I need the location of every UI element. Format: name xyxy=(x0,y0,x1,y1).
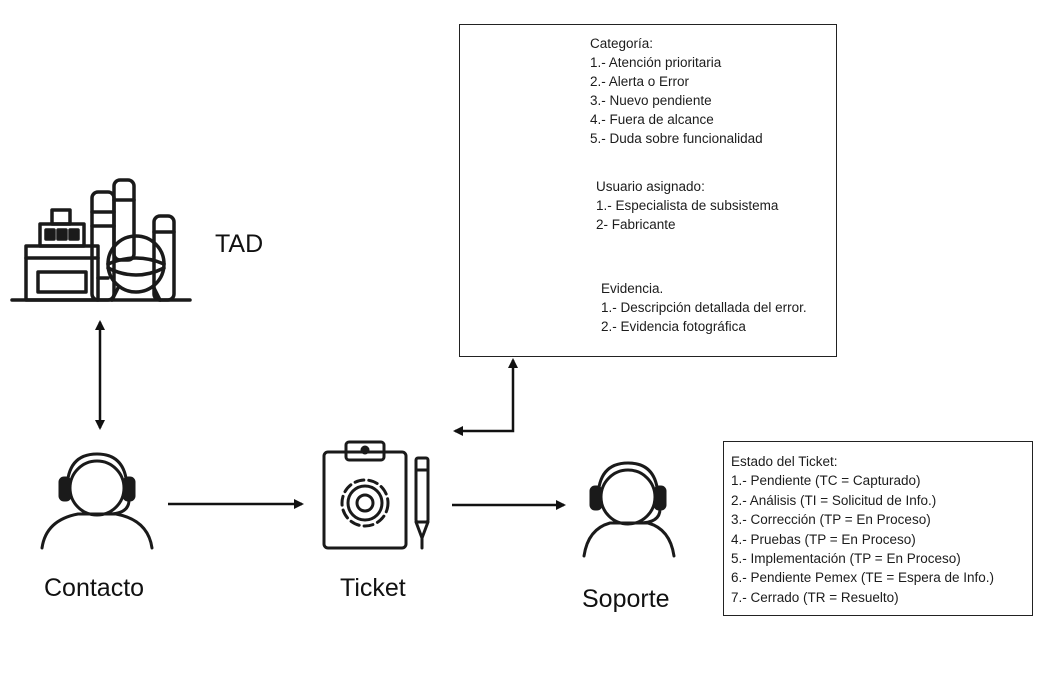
status-item: 7.- Cerrado (TR = Resuelto) xyxy=(731,589,899,605)
categoria-item: 5.- Duda sobre funcionalidad xyxy=(590,131,763,146)
status-item: 1.- Pendiente (TC = Capturado) xyxy=(731,473,921,489)
ticket-status-box: Estado del Ticket: 1.- Pendiente (TC = C… xyxy=(723,441,1033,616)
status-item: 2.- Análisis (TI = Solicitud de Info.) xyxy=(731,492,937,508)
usuario-section: Usuario asignado: 1.- Especialista de su… xyxy=(596,177,778,234)
status-title: Estado del Ticket: xyxy=(731,454,838,469)
usuario-item: 2- Fabricante xyxy=(596,217,676,232)
evidencia-title: Evidencia. xyxy=(601,281,664,296)
status-list: Estado del Ticket: 1.- Pendiente (TC = C… xyxy=(731,452,994,607)
evidencia-item: 2.- Evidencia fotográfica xyxy=(601,319,746,334)
categoria-item: 1.- Atención prioritaria xyxy=(590,55,722,70)
status-item: 3.- Corrección (TP = En Proceso) xyxy=(731,512,931,528)
ticket-label: Ticket xyxy=(340,574,406,602)
evidencia-item: 1.- Descripción detallada del error. xyxy=(601,300,807,315)
ticket-info-box: Categoría: 1.- Atención prioritaria 2.- … xyxy=(459,24,837,357)
arrow-ticket-infobox xyxy=(453,358,518,436)
ticket-clipboard-icon xyxy=(322,440,430,550)
usuario-item: 1.- Especialista de subsistema xyxy=(596,198,779,213)
evidencia-section: Evidencia. 1.- Descripción detallada del… xyxy=(601,279,807,336)
categoria-item: 2.- Alerta o Error xyxy=(590,74,690,89)
tad-label: TAD xyxy=(215,230,264,258)
categoria-title: Categoría: xyxy=(590,36,654,51)
categoria-item: 4.- Fuera de alcance xyxy=(590,112,714,127)
contact-agent-icon xyxy=(40,452,154,550)
refinery-icon xyxy=(10,178,192,302)
support-agent-icon xyxy=(582,461,676,558)
usuario-title: Usuario asignado: xyxy=(596,179,705,194)
status-item: 4.- Pruebas (TP = En Proceso) xyxy=(731,531,916,547)
categoria-section: Categoría: 1.- Atención prioritaria 2.- … xyxy=(590,34,763,148)
contacto-label: Contacto xyxy=(44,574,145,602)
soporte-label: Soporte xyxy=(582,585,670,613)
status-item: 5.- Implementación (TP = En Proceso) xyxy=(731,550,961,566)
status-item: 6.- Pendiente Pemex (TE = Espera de Info… xyxy=(731,570,995,586)
categoria-item: 3.- Nuevo pendiente xyxy=(590,93,712,108)
